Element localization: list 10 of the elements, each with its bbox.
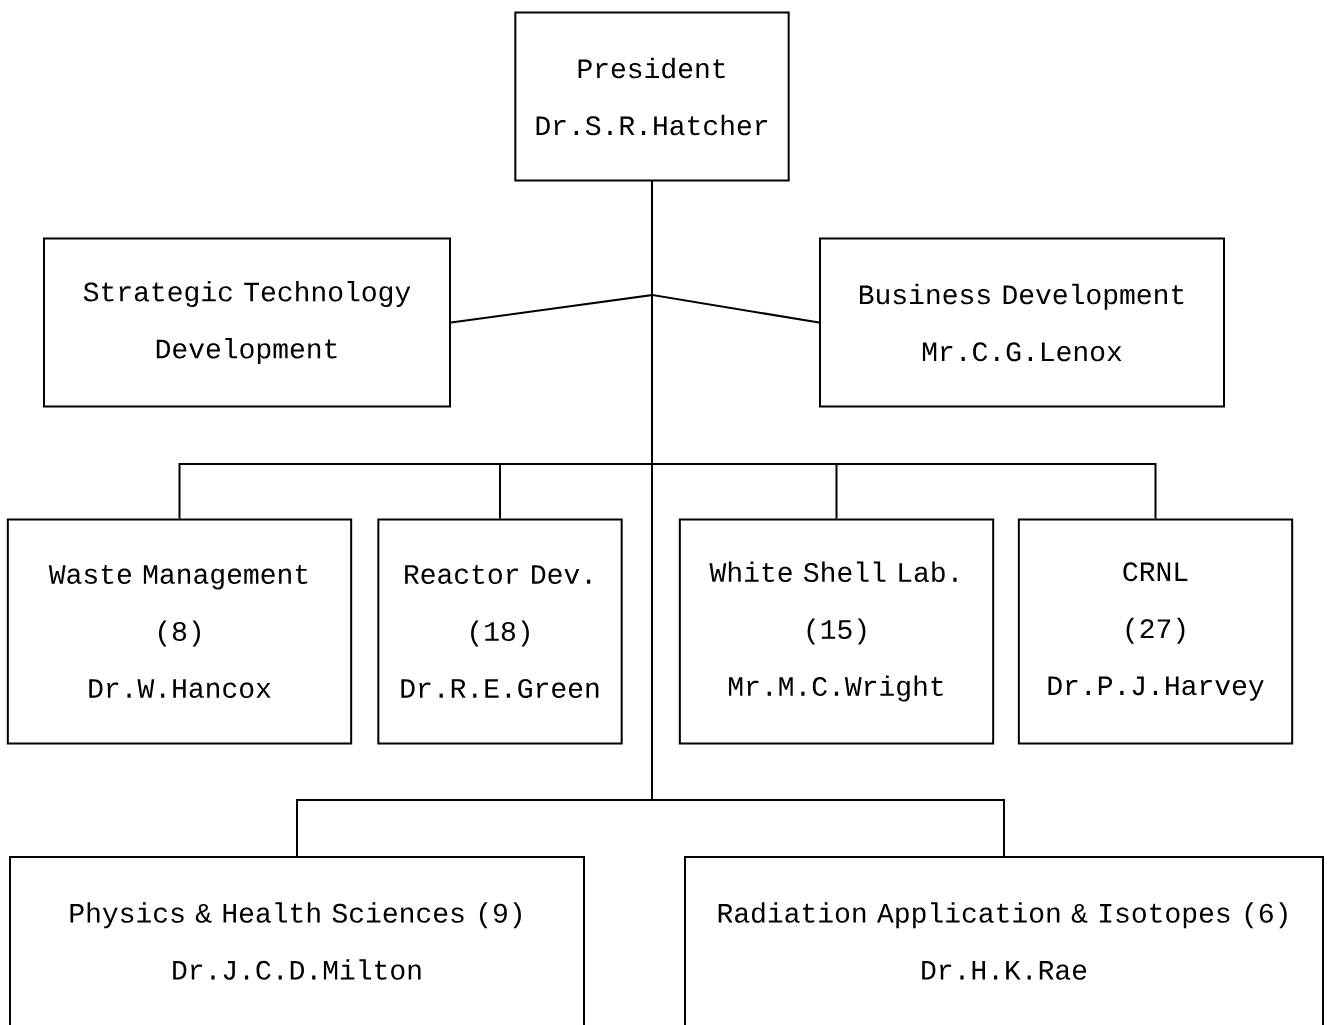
org-box: Strategic Technology Development bbox=[43, 237, 451, 408]
connector-line bbox=[651, 180, 1005, 858]
org-box: Reactor Dev. (18) Dr.R.E.Green bbox=[377, 518, 623, 745]
org-box: Business Development Mr.C.G.Lenox bbox=[819, 237, 1225, 408]
org-box: Radiation Application & Isotopes (6) Dr.H.K.Rae bbox=[684, 856, 1324, 1025]
org-box: Waste Management (8) Dr.W.Hancox bbox=[6, 518, 353, 745]
org-box: Physics & Health Sciences (9) Dr.J.C.D.Milton bbox=[9, 856, 585, 1025]
org-box: CRNL (27) Dr.P.J.Harvey bbox=[1017, 518, 1294, 745]
org-box: White Shell Lab. (15) Mr.M.C.Wright bbox=[678, 518, 995, 745]
org-box: President Dr.S.R.Hatcher bbox=[514, 11, 790, 182]
